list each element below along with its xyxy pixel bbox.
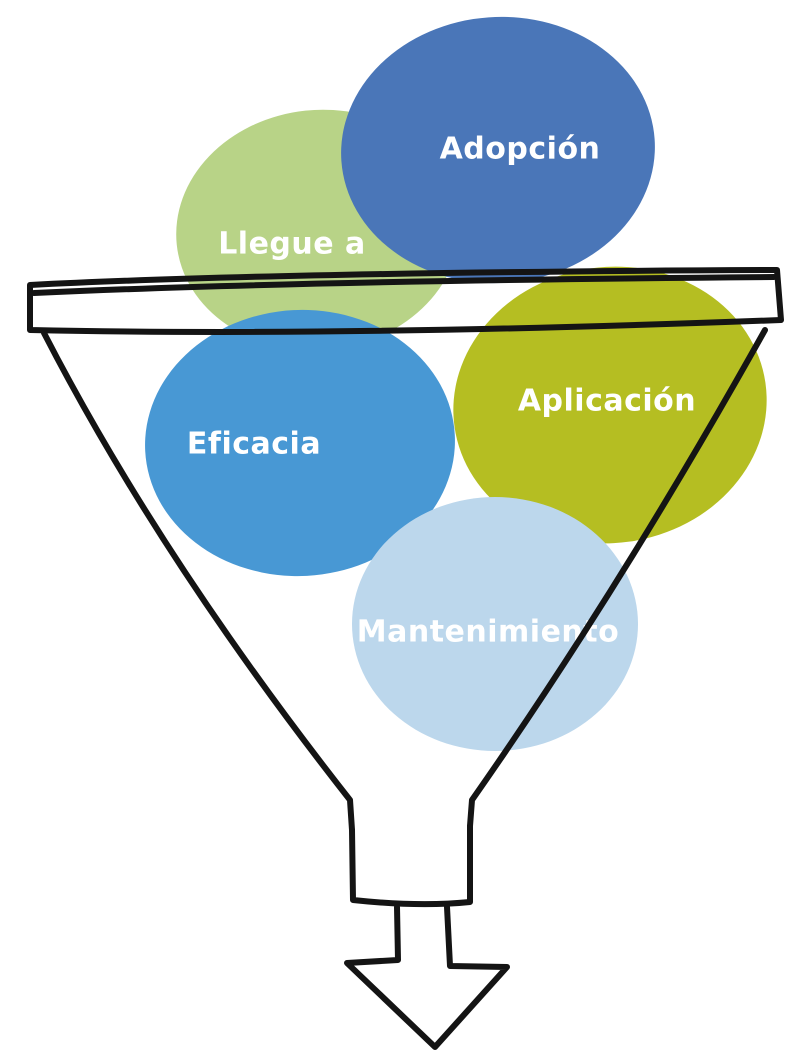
stage-llegue-label: Llegue a	[218, 227, 366, 262]
funnel-outline	[27, 267, 784, 1050]
stage-eficacia-label: Eficacia	[187, 427, 321, 462]
funnel-spout	[349, 823, 473, 908]
stage-adopcion-label: Adopción	[440, 132, 601, 167]
stage-mantenimiento-circle	[352, 497, 638, 751]
funnel-rim	[27, 267, 784, 335]
stage-aplicacion-circle	[453, 266, 767, 544]
funnel-rim-inner	[31, 274, 777, 296]
stage-eficacia-circle	[145, 309, 455, 577]
arrow-down-icon	[344, 904, 510, 1050]
funnel-right-side	[467, 327, 768, 829]
funnel-left-side	[41, 330, 355, 833]
stage-adopcion-circle	[341, 16, 655, 284]
stage-aplicacion-label: Aplicación	[518, 384, 696, 419]
